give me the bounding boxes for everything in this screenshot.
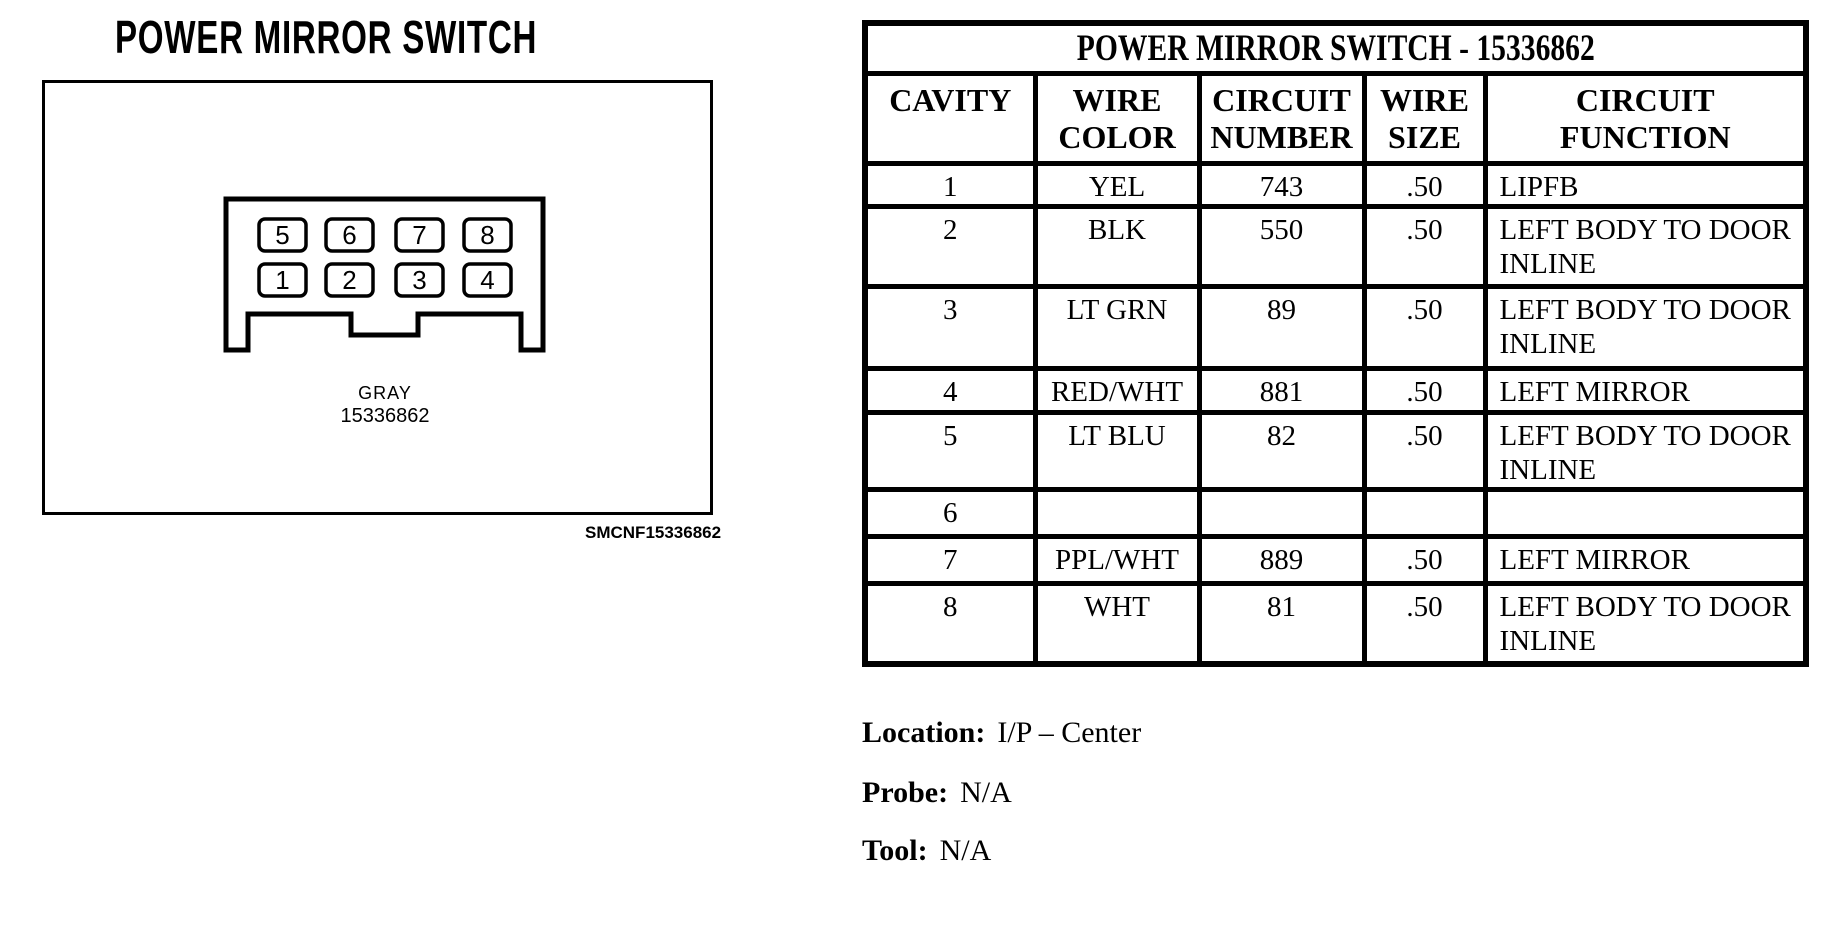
probe-label: Probe:: [862, 776, 949, 809]
circuit-function-cell: LEFT BODY TO DOOR INLINE: [1482, 581, 1809, 667]
circuit-function-cell: LEFT MIRROR: [1482, 365, 1809, 415]
wire-size-cell: .50: [1361, 203, 1488, 289]
wire-color-cell: RED/WHT: [1032, 365, 1202, 415]
table-header-row: CAVITY WIRE COLOR CIRCUIT NUMBER WIRE SI…: [862, 70, 1809, 166]
cavity-cell: 1: [862, 160, 1038, 209]
pinout-table: POWER MIRROR SWITCH - 15336862 CAVITY WI…: [862, 20, 1810, 667]
circuit-number-cell: [1196, 487, 1367, 540]
column-header-wire-color: WIRE COLOR: [1032, 70, 1202, 166]
pin-number: 1: [275, 265, 289, 295]
circuit-number-cell: 89: [1196, 283, 1367, 371]
pin-cell-2: 2: [324, 262, 375, 298]
pin-box: [324, 217, 375, 253]
cavity-cell: 5: [862, 409, 1038, 493]
pin-box: [394, 262, 445, 298]
table-row: 8 WHT 81 .50 LEFT BODY TO DOOR INLINE: [862, 581, 1809, 667]
connector-color-label: GRAY: [358, 383, 412, 403]
connector-diagram-frame: 5 6 7 8 1 2: [42, 80, 713, 515]
circuit-number-cell: 743: [1196, 160, 1367, 209]
wire-color-cell: [1032, 487, 1202, 540]
pin-cell-6: 6: [324, 217, 375, 253]
circuit-function-cell: LEFT MIRROR: [1482, 534, 1809, 587]
circuit-function-cell: LEFT BODY TO DOOR INLINE: [1482, 409, 1809, 493]
pin-box: [257, 217, 308, 253]
circuit-number-cell: 82: [1196, 409, 1367, 493]
pin-box: [324, 262, 375, 298]
circuit-number-cell: 81: [1196, 581, 1367, 667]
table-row: 7 PPL/WHT 889 .50 LEFT MIRROR: [862, 534, 1809, 587]
location-line: Location: I/P – Center: [862, 716, 1141, 750]
table-row: 4 RED/WHT 881 .50 LEFT MIRROR: [862, 365, 1809, 415]
table-title: POWER MIRROR SWITCH - 15336862: [862, 20, 1809, 76]
circuit-function-cell: [1482, 487, 1809, 540]
wire-size-cell: .50: [1361, 160, 1488, 209]
pin-number: 6: [342, 220, 356, 250]
cavity-cell: 7: [862, 534, 1038, 587]
probe-value: N/A: [960, 776, 1012, 809]
wire-size-cell: .50: [1361, 534, 1488, 587]
column-header-wire-size: WIRE SIZE: [1361, 70, 1488, 166]
connector-outline: [223, 196, 546, 353]
connector-part-number: 15336862: [341, 405, 430, 427]
probe-line: Probe: N/A: [862, 776, 1012, 810]
pin-number: 7: [412, 220, 426, 250]
wire-color-cell: WHT: [1032, 581, 1202, 667]
tool-line: Tool: N/A: [862, 834, 991, 868]
pin-box: [394, 217, 445, 253]
cavity-cell: 4: [862, 365, 1038, 415]
pin-number: 4: [480, 265, 494, 295]
wire-color-cell: LT GRN: [1032, 283, 1202, 371]
table-row: 6: [862, 487, 1809, 540]
location-value: I/P – Center: [997, 716, 1142, 749]
circuit-number-cell: 881: [1196, 365, 1367, 415]
table-title-row: POWER MIRROR SWITCH - 15336862: [862, 20, 1809, 76]
wire-size-cell: .50: [1361, 581, 1488, 667]
pin-cell-4: 4: [462, 262, 513, 298]
column-header-circuit-number: CIRCUIT NUMBER: [1196, 70, 1367, 166]
cavity-cell: 3: [862, 283, 1038, 371]
pin-cell-3: 3: [394, 262, 445, 298]
wire-size-cell: .50: [1361, 365, 1488, 415]
page-title: POWER MIRROR SWITCH: [115, 11, 538, 63]
circuit-number-cell: 550: [1196, 203, 1367, 289]
wire-size-cell: .50: [1361, 283, 1488, 371]
table-row: 3 LT GRN 89 .50 LEFT BODY TO DOOR INLINE: [862, 283, 1809, 371]
wire-color-cell: BLK: [1032, 203, 1202, 289]
wire-size-cell: [1361, 487, 1488, 540]
pin-number: 8: [480, 220, 494, 250]
cavity-cell: 8: [862, 581, 1038, 667]
pin-cell-8: 8: [462, 217, 513, 253]
column-header-circuit-function: CIRCUIT FUNCTION: [1482, 70, 1809, 166]
pin-box: [462, 262, 513, 298]
circuit-function-cell: LEFT BODY TO DOOR INLINE: [1482, 203, 1809, 289]
circuit-function-cell: LIPFB: [1482, 160, 1809, 209]
circuit-function-cell: LEFT BODY TO DOOR INLINE: [1482, 283, 1809, 371]
column-header-cavity: CAVITY: [862, 70, 1038, 166]
table-row: 5 LT BLU 82 .50 LEFT BODY TO DOOR INLINE: [862, 409, 1809, 493]
table-row: 2 BLK 550 .50 LEFT BODY TO DOOR INLINE: [862, 203, 1809, 289]
table-row: 1 YEL 743 .50 LIPFB: [862, 160, 1809, 209]
pin-number: 3: [412, 265, 426, 295]
pin-box: [257, 262, 308, 298]
circuit-number-cell: 889: [1196, 534, 1367, 587]
wire-size-cell: .50: [1361, 409, 1488, 493]
connector-drawing: 5 6 7 8 1 2: [223, 196, 546, 427]
cavity-cell: 6: [862, 487, 1038, 540]
tool-label: Tool:: [862, 834, 928, 867]
location-label: Location:: [862, 716, 986, 749]
wire-color-cell: LT BLU: [1032, 409, 1202, 493]
tool-value: N/A: [939, 834, 992, 867]
wire-color-cell: YEL: [1032, 160, 1202, 209]
pin-box: [462, 217, 513, 253]
figure-code: SMCNF15336862: [585, 523, 722, 542]
wire-color-cell: PPL/WHT: [1032, 534, 1202, 587]
pin-number: 2: [342, 265, 356, 295]
pin-number: 5: [275, 220, 289, 250]
pin-cell-1: 1: [257, 262, 308, 298]
pin-cell-5: 5: [257, 217, 308, 253]
cavity-cell: 2: [862, 203, 1038, 289]
pin-cell-7: 7: [394, 217, 445, 253]
